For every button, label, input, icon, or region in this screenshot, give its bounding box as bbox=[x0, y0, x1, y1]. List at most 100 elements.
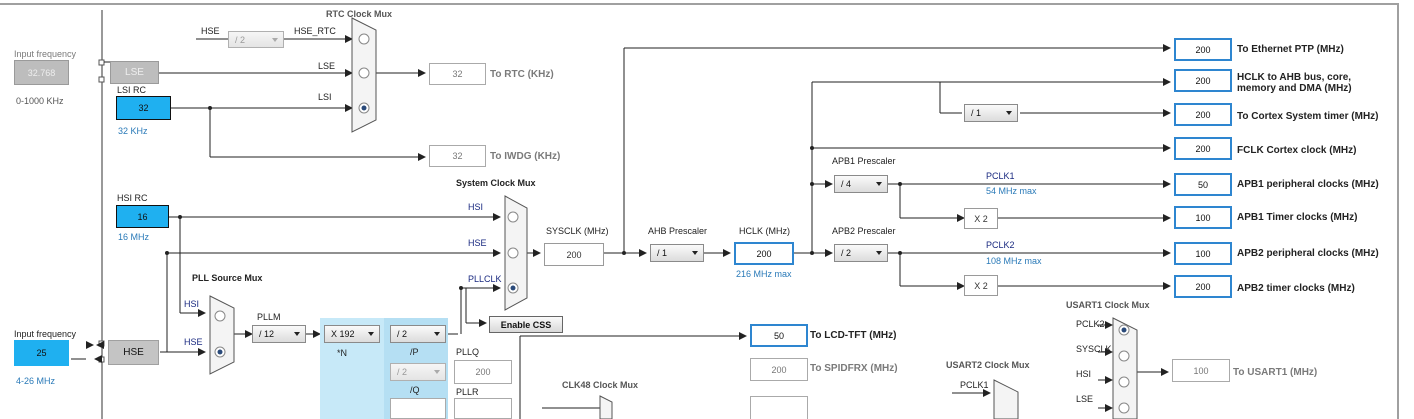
system-clock-mux-title: System Clock Mux bbox=[456, 178, 536, 188]
apb2-prescaler-select[interactable]: / 2 bbox=[834, 244, 888, 262]
lsi-rc-field[interactable]: 32 bbox=[116, 96, 171, 120]
pllm-select[interactable]: / 12 bbox=[252, 325, 306, 343]
output-apb2-peripheral-field[interactable]: 100 bbox=[1174, 242, 1232, 265]
apb2-prescaler-value: / 2 bbox=[841, 248, 852, 258]
usart1-mux-title: USART1 Clock Mux bbox=[1066, 300, 1150, 310]
ahb-prescaler-label: AHB Prescaler bbox=[648, 226, 708, 236]
lcd-tft-output-label: To LCD-TFT (MHz) bbox=[810, 330, 897, 341]
sys-mux-hse-label: HSE bbox=[468, 238, 487, 248]
pllr-label: PLLR bbox=[456, 387, 479, 397]
pllq-divider-label: /Q bbox=[410, 385, 420, 395]
output-cortex-timer-field[interactable]: 200 bbox=[1174, 103, 1232, 126]
hsi-rc-frequency: 16 MHz bbox=[118, 232, 150, 242]
chevron-down-icon bbox=[876, 182, 882, 186]
chevron-down-icon bbox=[1006, 111, 1012, 115]
apb1-timer-multiplier: X 2 bbox=[964, 208, 998, 229]
chevron-down-icon bbox=[876, 251, 882, 255]
rtc-hse-rtc-label: HSE_RTC bbox=[294, 26, 336, 36]
enable-css-button[interactable]: Enable CSS bbox=[489, 316, 563, 333]
pllq-value: / 2 bbox=[397, 367, 408, 377]
output-apb2-timer-field[interactable]: 200 bbox=[1174, 275, 1232, 298]
plln-select[interactable]: X 192 bbox=[324, 325, 380, 343]
output-hclk-ahb-field[interactable]: 200 bbox=[1174, 69, 1232, 92]
hclk-max: 216 MHz max bbox=[736, 269, 792, 279]
pclk2-max: 108 MHz max bbox=[986, 256, 1042, 266]
output-apb1-timer-field[interactable]: 100 bbox=[1174, 206, 1232, 229]
lsi-rc-title: LSI RC bbox=[117, 85, 147, 95]
apb2-prescaler-label: APB2 Prescaler bbox=[832, 226, 896, 236]
output-fclk-field[interactable]: 200 bbox=[1174, 137, 1232, 160]
rtc-lse-label: LSE bbox=[318, 61, 336, 71]
lse-input-range: 0-1000 KHz bbox=[16, 96, 64, 106]
iwdg-output-field[interactable]: 32 bbox=[429, 145, 486, 167]
usart2-mux-title: USART2 Clock Mux bbox=[946, 360, 1030, 370]
lse-input-frequency-title: Input frequency bbox=[14, 49, 77, 59]
hse-block: HSE bbox=[108, 340, 159, 365]
pll-source-hsi-label: HSI bbox=[184, 299, 200, 309]
apb1-prescaler-label: APB1 Prescaler bbox=[832, 156, 896, 166]
usart1-lse-label: LSE bbox=[1076, 394, 1094, 404]
rtc-hse-divider-value: / 2 bbox=[235, 34, 246, 45]
pllr-output-field[interactable] bbox=[454, 398, 512, 419]
output-fclk-label: FCLK Cortex clock (MHz) bbox=[1237, 145, 1357, 156]
lsi-rc-frequency: 32 KHz bbox=[118, 126, 148, 136]
output-cortex-timer-label: To Cortex System timer (MHz) bbox=[1237, 111, 1379, 122]
sys-mux-pllclk-label: PLLCLK bbox=[468, 274, 502, 284]
apb1-prescaler-select[interactable]: / 4 bbox=[834, 175, 888, 193]
plln-label: *N bbox=[337, 348, 348, 358]
sysclk-field[interactable]: 200 bbox=[544, 243, 604, 266]
plln-value: X 192 bbox=[331, 329, 355, 339]
apb2-timer-multiplier: X 2 bbox=[964, 275, 998, 296]
output-ethernet-ptp-field[interactable]: 200 bbox=[1174, 38, 1232, 61]
hse-input-frequency-title: Input frequency bbox=[14, 329, 77, 339]
chevron-down-icon bbox=[368, 332, 374, 336]
pllm-label: PLLM bbox=[257, 312, 281, 322]
rtc-output-label: To RTC (KHz) bbox=[490, 69, 554, 80]
pclk1-label: PCLK1 bbox=[986, 171, 1015, 181]
hclk-field[interactable]: 200 bbox=[734, 242, 794, 265]
spdifrx-output-field[interactable]: 200 bbox=[750, 358, 808, 381]
rtc-lsi-label: LSI bbox=[318, 92, 332, 102]
ahb-prescaler-value: / 1 bbox=[657, 248, 668, 258]
output-apb1-peripheral-label: APB1 peripheral clocks (MHz) bbox=[1237, 179, 1379, 190]
output-ethernet-ptp-label: To Ethernet PTP (MHz) bbox=[1237, 44, 1344, 55]
output-apb1-peripheral-field[interactable]: 50 bbox=[1174, 173, 1232, 196]
output-apb1-timer-label: APB1 Timer clocks (MHz) bbox=[1237, 212, 1358, 223]
rtc-hse-divider-select[interactable]: / 2 bbox=[228, 31, 284, 48]
ahb-prescaler-select[interactable]: / 1 bbox=[650, 244, 704, 262]
chevron-down-icon bbox=[434, 332, 440, 336]
chevron-down-icon bbox=[692, 251, 698, 255]
hse-input-range: 4-26 MHz bbox=[16, 376, 56, 386]
rtc-hse-label: HSE bbox=[201, 26, 220, 36]
rtc-output-field[interactable]: 32 bbox=[429, 63, 486, 85]
pllp-value: / 2 bbox=[397, 329, 408, 339]
output-hclk-ahb-label-2: memory and DMA (MHz) bbox=[1237, 83, 1352, 94]
usart1-output-field[interactable]: 100 bbox=[1172, 359, 1230, 382]
pllp-select[interactable]: / 2 bbox=[390, 325, 446, 343]
chevron-down-icon bbox=[294, 332, 300, 336]
rtc-mux-title: RTC Clock Mux bbox=[326, 9, 393, 19]
pllp-label: /P bbox=[410, 347, 419, 357]
usart1-pclk2-label: PCLK2 bbox=[1076, 319, 1105, 329]
output-apb2-timer-label: APB2 timer clocks (MHz) bbox=[1237, 283, 1355, 294]
pllq-output-field[interactable]: 200 bbox=[454, 360, 512, 384]
pllq-select[interactable]: / 2 bbox=[390, 363, 446, 381]
clk48-mux-title: CLK48 Clock Mux bbox=[562, 380, 639, 390]
iwdg-output-label: To IWDG (KHz) bbox=[490, 151, 561, 162]
pllr-select[interactable] bbox=[390, 398, 446, 419]
cortex-timer-divider-select[interactable]: / 1 bbox=[964, 104, 1018, 122]
usart2-pclk1-label: PCLK1 bbox=[960, 380, 989, 390]
hclk-label: HCLK (MHz) bbox=[739, 226, 790, 236]
hse-input-frequency-field[interactable]: 25 bbox=[14, 340, 69, 366]
lse-input-frequency-field[interactable]: 32.768 bbox=[14, 60, 69, 85]
pll-source-hse-label: HSE bbox=[184, 337, 203, 347]
clk48-output-field[interactable] bbox=[750, 396, 808, 419]
output-hclk-ahb-label: HCLK to AHB bus, core, bbox=[1237, 72, 1352, 83]
lcd-tft-output-field[interactable]: 50 bbox=[750, 324, 808, 347]
hsi-rc-field[interactable]: 16 bbox=[116, 205, 169, 228]
sys-mux-hsi-label: HSI bbox=[468, 202, 484, 212]
apb1-prescaler-value: / 4 bbox=[841, 179, 852, 189]
usart1-output-label: To USART1 (MHz) bbox=[1233, 367, 1318, 378]
output-apb2-peripheral-label: APB2 peripheral clocks (MHz) bbox=[1237, 248, 1379, 259]
